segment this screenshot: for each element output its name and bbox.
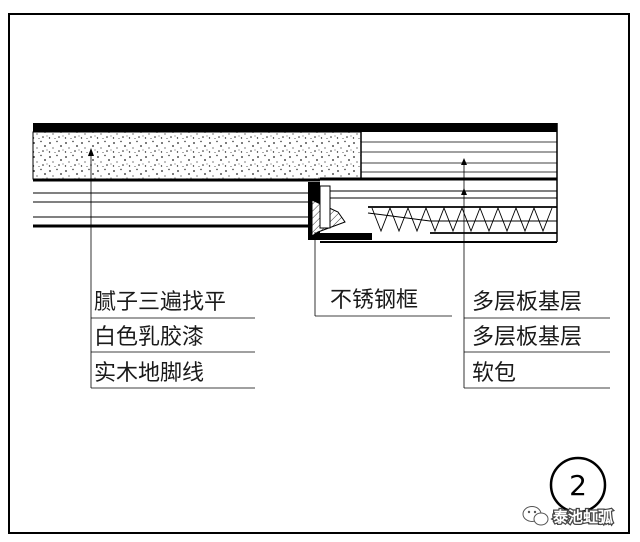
left-labels: 腻子三遍找平 白色乳胶漆 实木地脚线	[94, 290, 226, 386]
top-structural-line	[33, 123, 557, 132]
watermark: 泰池虹弧	[522, 506, 614, 527]
label-skirting: 实木地脚线	[94, 361, 204, 386]
watermark-text: 泰池虹弧	[552, 508, 613, 526]
label-underlines	[91, 315, 610, 389]
soft-upholstery-layer	[320, 206, 557, 243]
plaster-layer	[32, 131, 362, 180]
detail-number-bubble: 2	[549, 456, 607, 514]
label-plywood-base-2: 多层板基层	[472, 325, 582, 350]
wechat-icon	[522, 506, 549, 526]
right-labels: 多层板基层 多层板基层 软包	[472, 290, 582, 386]
board-layers	[320, 123, 558, 242]
leader-lines	[90, 150, 465, 388]
stainless-steel-frame	[308, 182, 372, 240]
middle-labels: 不锈钢框	[330, 288, 418, 313]
skirting-layers	[33, 178, 320, 228]
detail-number: 2	[569, 469, 587, 502]
drawing-frame	[8, 13, 630, 534]
label-soft-panel: 软包	[472, 361, 516, 386]
label-steel-frame: 不锈钢框	[330, 288, 418, 313]
label-latex-paint: 白色乳胶漆	[94, 325, 204, 350]
label-plywood-base-1: 多层板基层	[472, 290, 582, 315]
label-putty: 腻子三遍找平	[94, 290, 226, 315]
leader-arrows	[88, 148, 467, 195]
